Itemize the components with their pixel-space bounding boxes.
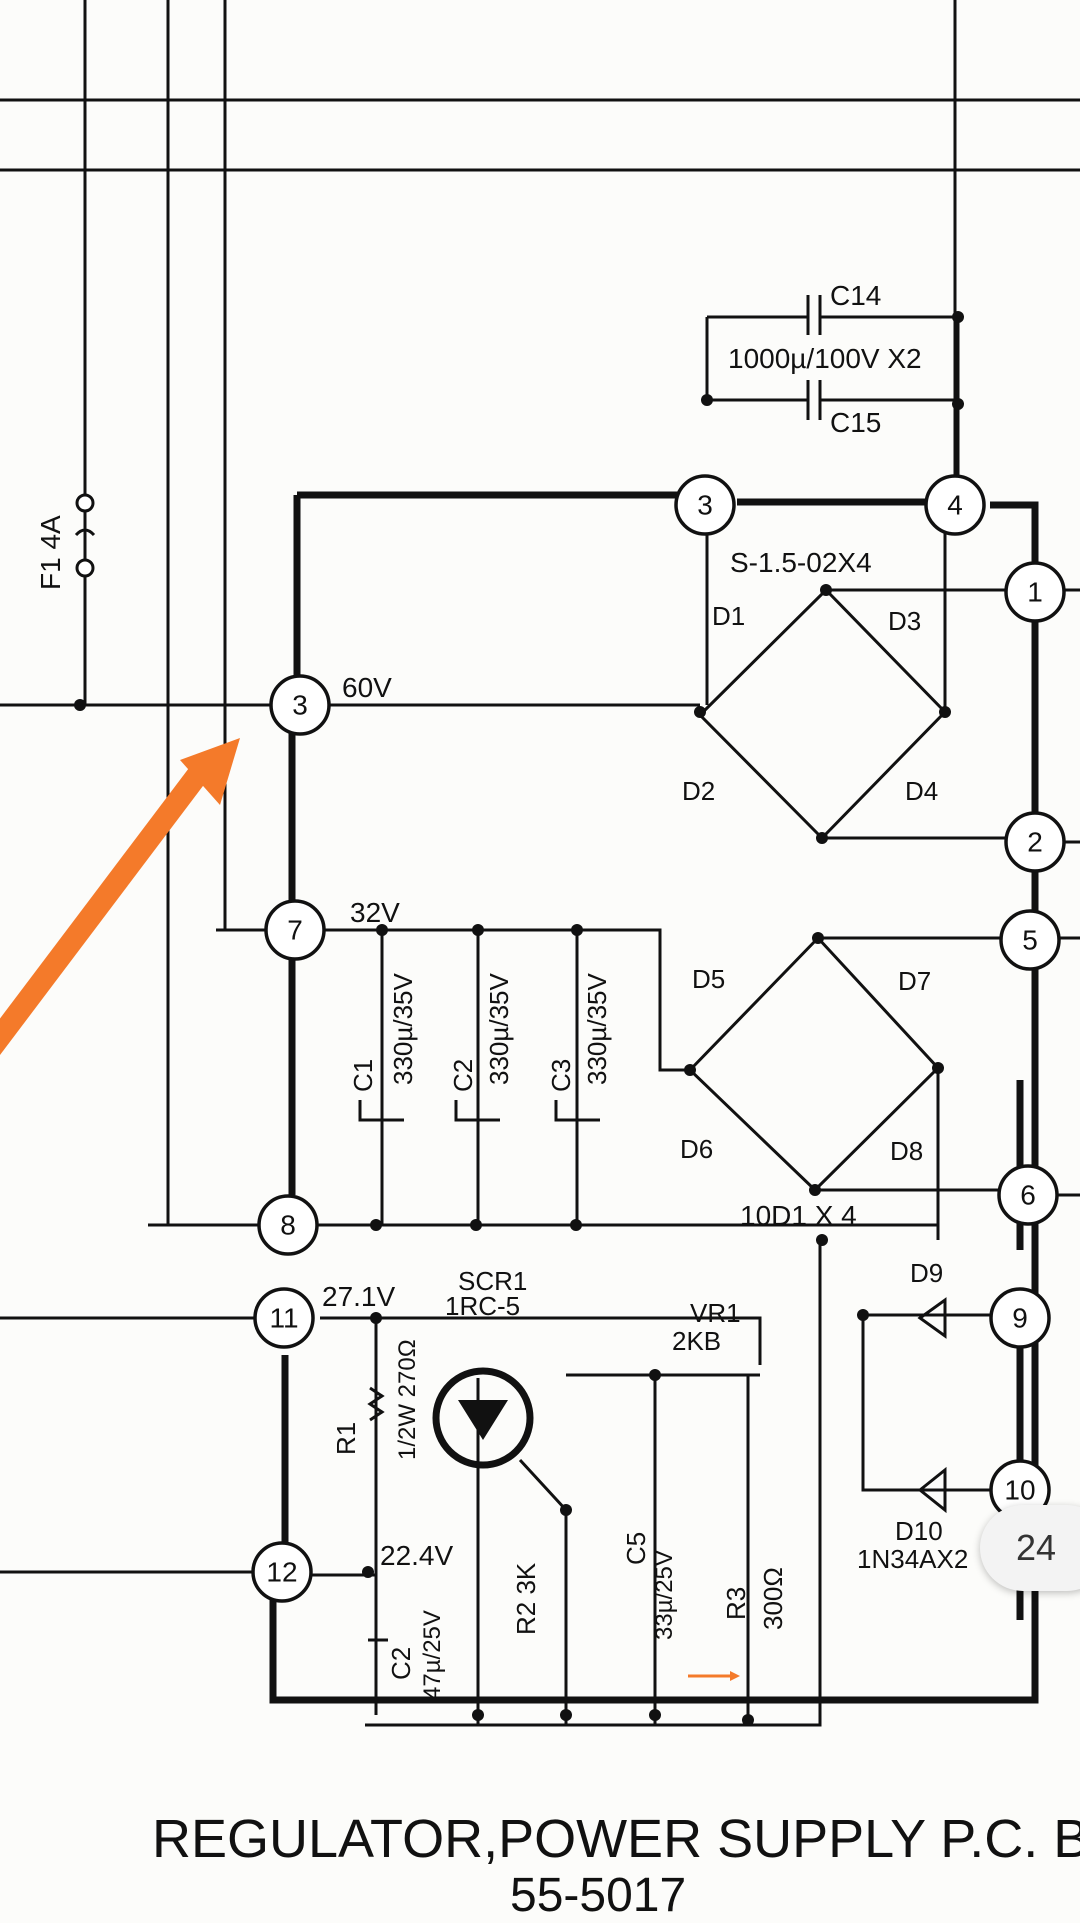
c15-label: C15 (830, 407, 881, 438)
svg-text:11: 11 (269, 1303, 298, 1334)
d4-label: D4 (905, 776, 938, 806)
svg-text:4: 4 (947, 490, 963, 521)
fuse-icon (74, 528, 96, 537)
c5-value: 33µ/25V (651, 1550, 678, 1640)
r1-value: 1/2W 270Ω (394, 1339, 421, 1460)
terminal-11: 11 (253, 1287, 315, 1349)
d6-label: D6 (680, 1134, 713, 1164)
terminal-3-left: 3 (269, 674, 331, 736)
terminal-7: 7 (264, 899, 326, 961)
voltage-27v: 27.1V (322, 1281, 395, 1312)
svg-text:10: 10 (1004, 1475, 1035, 1506)
d7-label: D7 (898, 966, 931, 996)
vr1-name: VR1 (690, 1298, 741, 1328)
d5-label: D5 (692, 964, 725, 994)
diagram-part-number: 55-5017 (510, 1869, 687, 1922)
diode-d9-d10-icon (917, 1297, 947, 1514)
terminal-2: 2 (1004, 811, 1066, 873)
c14-label: C14 (830, 280, 881, 311)
fuse-terminal-icon (75, 493, 95, 513)
c5-label: C5 (621, 1532, 651, 1565)
terminal-12: 12 (251, 1541, 313, 1603)
svg-text:1: 1 (1027, 577, 1043, 608)
capacitor-c14-c15-icon (806, 295, 822, 420)
r3-label: R3 (721, 1587, 751, 1620)
fuse-label: F1 4A (35, 515, 66, 590)
c1-label: C1 (348, 1059, 378, 1092)
r2-label: R2 3K (511, 1562, 541, 1635)
d10-label: D10 (895, 1516, 943, 1546)
vr1-value: 2KB (672, 1326, 721, 1356)
capacitor-c1-c3-icon (358, 1100, 600, 1122)
voltage-60v: 60V (342, 672, 392, 703)
c2b-value: 47µ/25V (419, 1610, 446, 1700)
terminal-3-top: 3 (674, 474, 736, 536)
d2-label: D2 (682, 776, 715, 806)
terminal-4: 4 (924, 474, 986, 536)
svg-text:6: 6 (1020, 1180, 1036, 1211)
c3-label: C3 (546, 1059, 576, 1092)
c2-label: C2 (448, 1059, 478, 1092)
svg-text:7: 7 (287, 915, 303, 946)
c1-value: 330µ/35V (388, 972, 418, 1085)
scr-icon (432, 1367, 534, 1469)
terminal-1: 1 (1004, 561, 1066, 623)
terminal-8: 8 (257, 1194, 319, 1256)
svg-text:9: 9 (1012, 1303, 1028, 1334)
svg-text:3: 3 (292, 690, 308, 721)
voltage-32v: 32V (350, 897, 400, 928)
r3-value: 300Ω (758, 1567, 788, 1630)
d1-label: D1 (712, 601, 745, 631)
svg-text:12: 12 (266, 1557, 297, 1588)
svg-text:3: 3 (697, 490, 713, 521)
voltage-22v: 22.4V (380, 1540, 453, 1571)
svg-text:8: 8 (280, 1210, 296, 1241)
d9-label: D9 (910, 1258, 943, 1288)
c14-c15-value: 1000µ/100V X2 (728, 343, 922, 374)
diagram-title: REGULATOR,POWER SUPPLY P.C. BOA (152, 1809, 1080, 1869)
c3-value: 330µ/35V (582, 972, 612, 1085)
c2b-label: C2 (386, 1647, 416, 1680)
highlight-arrow-icon (0, 758, 214, 1056)
scr-part: 1RC-5 (445, 1291, 520, 1321)
terminal-10: 10 (989, 1459, 1051, 1521)
fuse-terminal-icon (75, 558, 95, 578)
bridge1-part: S-1.5-02X4 (730, 547, 872, 578)
d8-label: D8 (890, 1136, 923, 1166)
terminal-5: 5 (999, 909, 1061, 971)
svg-text:2: 2 (1027, 827, 1043, 858)
scr-name: SCR1 (458, 1266, 527, 1296)
d3-label: D3 (888, 606, 921, 636)
svg-text:5: 5 (1022, 925, 1038, 956)
r1-label: R1 (331, 1422, 361, 1455)
page-number-badge[interactable]: 24 (980, 1505, 1080, 1591)
terminal-6: 6 (997, 1164, 1059, 1226)
d10-part: 1N34AX2 (857, 1544, 968, 1574)
bridge2-part: 10D1 X 4 (740, 1200, 857, 1231)
terminal-9: 9 (989, 1287, 1051, 1349)
c2-value: 330µ/35V (484, 972, 514, 1085)
